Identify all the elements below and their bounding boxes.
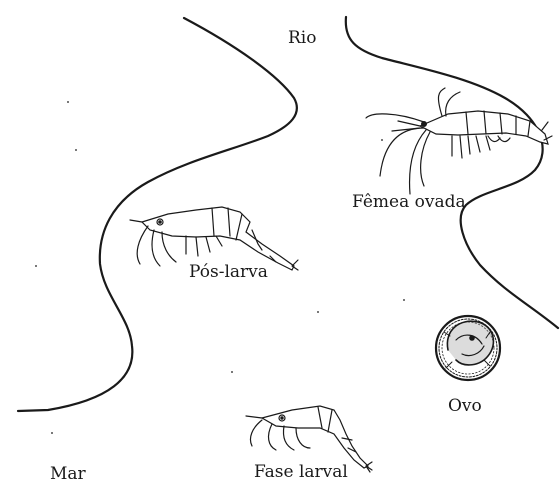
left-riverbank-line	[18, 18, 297, 411]
right-riverbank-line	[346, 17, 558, 328]
larval-phase-label: Fase larval	[254, 464, 348, 481]
post-larva-label: Pós-larva	[189, 264, 268, 281]
river-label: Rio	[288, 30, 316, 47]
egg-icon	[436, 316, 500, 380]
ovigerous-female-label: Fêmea ovada	[352, 194, 466, 211]
egg-label: Ovo	[448, 398, 482, 415]
sea-label: Mar	[50, 466, 86, 483]
shrimp-post-larva-icon	[130, 207, 298, 270]
